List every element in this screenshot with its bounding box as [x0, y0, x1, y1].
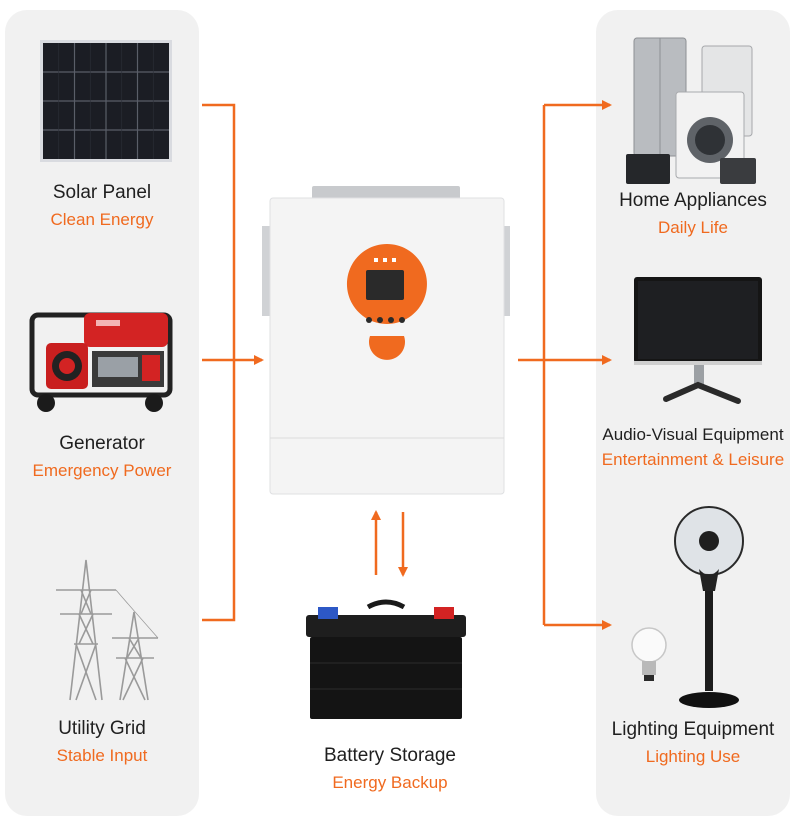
source-title: Solar Panel	[52, 182, 152, 203]
source-label-generator: Generator Emergency Power	[5, 433, 199, 481]
fan-and-bulb-icon	[631, 506, 744, 708]
storage-title: Battery Storage	[323, 745, 457, 766]
load-label-audio-visual: Audio-Visual Equipment Entertainment & L…	[592, 425, 794, 471]
load-title: Audio-Visual Equipment	[602, 425, 784, 444]
battery-icon	[306, 599, 466, 719]
load-label-lighting: Lighting Equipment Lighting Use	[592, 719, 794, 767]
solar-panel-icon	[40, 40, 172, 162]
load-subtitle: Entertainment & Leisure	[601, 450, 785, 470]
power-tower-icon	[56, 559, 159, 701]
appliances-icon	[626, 37, 756, 184]
source-label-solar: Solar Panel Clean Energy	[5, 182, 199, 230]
source-subtitle: Stable Input	[56, 745, 148, 765]
load-label-appliances: Home Appliances Daily Life	[592, 190, 794, 238]
monitor-icon	[634, 277, 762, 404]
load-subtitle: Lighting Use	[645, 746, 741, 766]
load-title: Home Appliances	[619, 190, 767, 211]
source-title: Utility Grid	[58, 718, 146, 739]
source-subtitle: Clean Energy	[50, 209, 154, 229]
storage-label: Battery Storage Energy Backup	[290, 745, 490, 793]
inverter-icon	[262, 186, 510, 495]
load-title: Lighting Equipment	[611, 719, 775, 740]
source-connector	[202, 103, 236, 622]
source-title: Generator	[59, 433, 145, 454]
source-subtitle: Emergency Power	[32, 460, 172, 480]
generator-icon	[29, 312, 173, 412]
storage-subtitle: Energy Backup	[332, 772, 448, 792]
source-label-grid: Utility Grid Stable Input	[5, 718, 199, 766]
load-subtitle: Daily Life	[658, 217, 728, 237]
